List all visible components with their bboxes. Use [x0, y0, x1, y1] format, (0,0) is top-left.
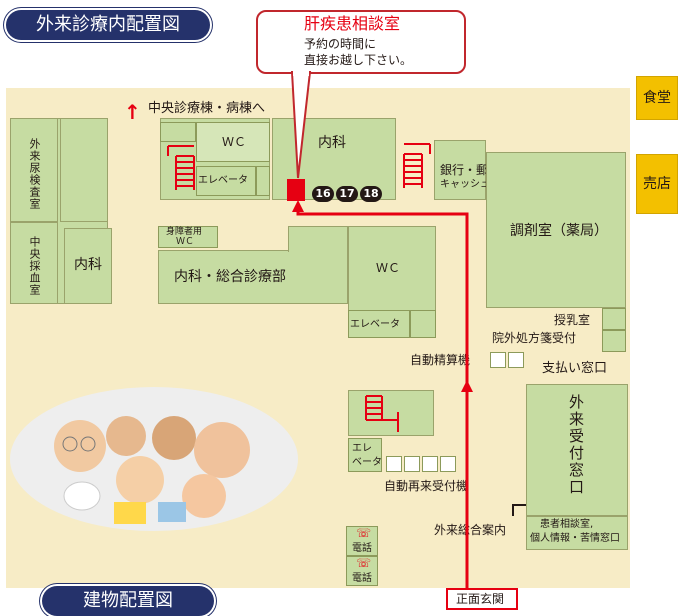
auto-reception-machine-3 [422, 456, 438, 472]
hepatic-room-marker [287, 179, 305, 201]
wc-mid-label: ＷＣ [376, 261, 401, 275]
info-desk-label: 外来総合案内 [434, 523, 507, 537]
prescription-label: 院外処方箋受付 [492, 331, 577, 345]
stairs-icon-right [403, 143, 431, 188]
wc-top-label: ＷＣ [222, 135, 247, 149]
info-desk-marker [512, 504, 526, 516]
phone-label-1: 電話 [352, 543, 372, 554]
elevator-top-box [196, 166, 256, 196]
footer-title: 建物配置図 [42, 586, 214, 616]
callout-line2: 直接お越し下さい。 [304, 53, 413, 67]
phone-icon: ☏ [356, 526, 372, 540]
stairs-icon [167, 145, 195, 190]
room-general [158, 250, 348, 304]
elevator-small-label-2: ベータ [352, 457, 382, 468]
up-arrow-icon: ↑ [124, 100, 141, 124]
handicap-wc [158, 226, 218, 248]
payment-machine-2 [508, 352, 524, 368]
stairs-icon-lower [365, 395, 399, 432]
nursing-label: 授乳室 [554, 313, 591, 327]
room-number-18: 18 [360, 186, 382, 202]
room-blood [10, 222, 58, 304]
auto-reception-machine-4 [440, 456, 456, 472]
hepatic-callout [256, 10, 466, 74]
small-room-2 [196, 122, 270, 162]
elevator-mid-box [348, 310, 410, 338]
room-number-17: 17 [336, 186, 358, 202]
room-bank [434, 140, 486, 200]
elevator-mid-label: エレベータ [350, 319, 400, 330]
room-urine-lab [10, 118, 58, 222]
callout-title: 肝疾患相談室 [304, 14, 401, 33]
auto-reception-label: 自動再来受付機 [384, 479, 469, 493]
phone-icon-2: ☏ [356, 556, 372, 570]
urine-lab-label: 外来尿検査室 [28, 138, 41, 210]
room-general-top [288, 226, 348, 252]
pharmacy-label: 調剤室（薬局） [510, 223, 608, 239]
room-pharmacy [486, 152, 626, 308]
naika-left-label: 内科 [74, 257, 102, 273]
small-room-1 [160, 122, 196, 142]
shop: 売店 [636, 154, 678, 214]
cafeteria: 食堂 [636, 76, 678, 120]
room-left-upper [60, 118, 108, 222]
payment-window-label: 支払い窓口 [542, 361, 608, 376]
room-consultation [526, 516, 628, 550]
room-naika-left [64, 228, 112, 304]
blood-lab-label: 中央採血室 [28, 236, 41, 296]
elevator-top-label: エレベータ [198, 175, 248, 186]
payment-machine-1 [490, 352, 506, 368]
handicap-wc-label: ＷＣ [176, 237, 195, 247]
auto-reception-machine-2 [404, 456, 420, 472]
entrance-box [446, 588, 518, 610]
cash-service-label: キャッシュサービス [440, 179, 530, 190]
general-label: 内科・総合診療部 [174, 269, 286, 285]
prescription-desk [602, 330, 626, 352]
handicap-label: 身障者用 [166, 227, 203, 237]
consultation-label: 患者相談室, [540, 519, 594, 530]
phone-label-2: 電話 [352, 573, 372, 584]
elevator-small-label-1: エレ [352, 443, 372, 454]
reception-label: 外来受付窓口 [567, 394, 585, 496]
room-lower-stairs [348, 390, 434, 436]
phone-booth-2 [346, 556, 378, 586]
naika-top-label: 内科 [318, 135, 346, 151]
payment-machine-label: 自動精算機 [410, 353, 471, 367]
callout-line1: 予約の時間に [304, 37, 377, 51]
nursing-room [602, 308, 626, 330]
entrance-label: 正面玄関 [456, 592, 505, 606]
auto-reception-machine-1 [386, 456, 402, 472]
elevator-mid-box-2 [410, 310, 436, 338]
central-building-label: 中央診療棟・病棟へ [148, 101, 266, 116]
page-title: 外来診療内配置図 [6, 10, 210, 40]
room-reception [526, 384, 628, 516]
room-number-16: 16 [312, 186, 334, 202]
consultation-label-2: 個人情報・苦情窓口 [530, 533, 620, 544]
elevator-top-box-2 [256, 166, 270, 196]
elevator-small [348, 438, 382, 472]
characters-illustration [10, 387, 298, 531]
phone-booth-1 [346, 526, 378, 556]
